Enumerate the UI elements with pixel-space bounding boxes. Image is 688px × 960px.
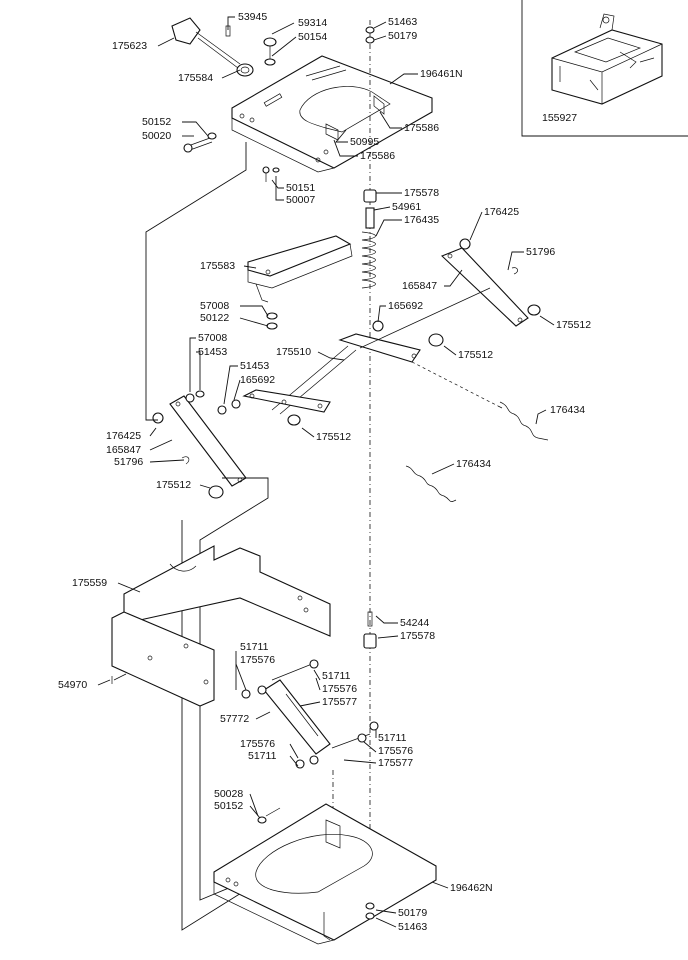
part-label: 175576 bbox=[240, 738, 275, 750]
gas-spring-57772 bbox=[241, 659, 379, 769]
part-label: 176434 bbox=[550, 404, 585, 416]
part-label: 51711 bbox=[248, 750, 277, 762]
part-label: 196462N bbox=[450, 882, 493, 894]
part-label: 54961 bbox=[392, 201, 421, 213]
part-label: 51796 bbox=[526, 246, 555, 258]
part-label: 175578 bbox=[400, 630, 435, 642]
part-label: 176425 bbox=[484, 206, 519, 218]
link-bar-165692 bbox=[242, 389, 331, 426]
adjust-knob-assembly bbox=[171, 17, 277, 77]
inset-part-label: 155927 bbox=[542, 112, 577, 124]
part-label: 165847 bbox=[106, 444, 141, 456]
extension-spring-176434-lower bbox=[405, 465, 457, 502]
side-plates-175559 bbox=[111, 545, 331, 707]
part-label: 175577 bbox=[322, 696, 357, 708]
link-arm-left bbox=[152, 390, 247, 499]
inset-assembly-drawing bbox=[551, 13, 663, 105]
bracket-175583 bbox=[247, 235, 353, 330]
part-label: 51711 bbox=[240, 641, 269, 653]
part-label: 165692 bbox=[240, 374, 275, 386]
link-arm-right bbox=[440, 238, 541, 327]
part-label: 175576 bbox=[322, 683, 357, 695]
part-label: 175623 bbox=[112, 40, 147, 52]
part-label: 50179 bbox=[398, 907, 427, 919]
part-label: 176425 bbox=[106, 430, 141, 442]
extension-spring-176434-upper bbox=[411, 361, 549, 441]
part-label: 196461N bbox=[420, 68, 463, 80]
pin-54244-bushing bbox=[363, 611, 377, 649]
part-label: 50152 bbox=[214, 800, 243, 812]
part-label: 175510 bbox=[276, 346, 311, 358]
part-label: 176435 bbox=[404, 214, 439, 226]
part-label: 57008 bbox=[198, 332, 227, 344]
part-label: 175576 bbox=[240, 654, 275, 666]
part-label: 50007 bbox=[286, 194, 315, 206]
part-label: 50995 bbox=[350, 136, 379, 148]
part-label: 57772 bbox=[220, 713, 249, 725]
part-label: 165692 bbox=[388, 300, 423, 312]
part-label: 50154 bbox=[298, 31, 327, 43]
part-label: 175512 bbox=[458, 349, 493, 361]
spring-176435 bbox=[361, 189, 377, 289]
part-label: 175577 bbox=[378, 757, 413, 769]
part-label: 51711 bbox=[322, 670, 351, 682]
bolt-50151-50007 bbox=[262, 166, 280, 182]
nut-51463-50179-top bbox=[365, 26, 375, 44]
part-label: 175559 bbox=[72, 577, 107, 589]
part-label: 51711 bbox=[378, 732, 407, 744]
inset-box: 155927 bbox=[521, 0, 688, 137]
part-label: 50179 bbox=[388, 30, 417, 42]
bolt-50152-50020 bbox=[183, 132, 217, 153]
bolt-50028-50152 bbox=[257, 807, 281, 824]
part-label: 175586 bbox=[360, 150, 395, 162]
part-label: 176434 bbox=[456, 458, 491, 470]
part-label: 50151 bbox=[286, 182, 315, 194]
part-label: 51463 bbox=[398, 921, 427, 933]
part-label: 59314 bbox=[298, 17, 327, 29]
part-label: 165847 bbox=[402, 280, 437, 292]
nut-50179-51463-bottom bbox=[365, 902, 375, 920]
part-label: 51463 bbox=[388, 16, 417, 28]
part-label: 175576 bbox=[378, 745, 413, 757]
part-label: 175512 bbox=[316, 431, 351, 443]
part-label: 175584 bbox=[178, 72, 213, 84]
part-label: 175586 bbox=[404, 122, 439, 134]
part-label: 50020 bbox=[142, 130, 171, 142]
top-plate-196461n bbox=[231, 55, 433, 173]
part-label: 54970 bbox=[58, 679, 87, 691]
leader-lines bbox=[97, 16, 555, 928]
part-label: 50028 bbox=[214, 788, 243, 800]
bottom-plate-196462n bbox=[213, 803, 437, 945]
part-label: 54244 bbox=[400, 617, 429, 629]
part-label: 51453 bbox=[198, 346, 227, 358]
part-label: 53945 bbox=[238, 11, 267, 23]
part-label: 50122 bbox=[200, 312, 229, 324]
cross-shaft-175510 bbox=[271, 287, 491, 415]
part-label: 175512 bbox=[556, 319, 591, 331]
part-label: 51453 bbox=[240, 360, 269, 372]
part-label: 57008 bbox=[200, 300, 229, 312]
part-label: 51796 bbox=[114, 456, 143, 468]
part-label: 175512 bbox=[156, 479, 191, 491]
part-label: 50152 bbox=[142, 116, 171, 128]
part-label: 175578 bbox=[404, 187, 439, 199]
part-label: 175583 bbox=[200, 260, 235, 272]
part-number-labels: 53945 59314 50154 175623 175584 51463 50… bbox=[58, 11, 591, 933]
